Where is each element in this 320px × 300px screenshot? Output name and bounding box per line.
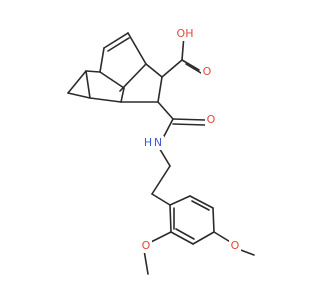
bond xyxy=(169,195,191,206)
bond xyxy=(189,195,214,209)
bond xyxy=(175,228,195,240)
bond xyxy=(151,193,171,206)
bond xyxy=(99,47,105,73)
bond xyxy=(161,59,183,78)
bond xyxy=(143,249,149,275)
bond xyxy=(192,231,215,245)
bond xyxy=(169,204,172,233)
bond xyxy=(212,207,215,233)
bond xyxy=(191,200,210,211)
bond xyxy=(172,118,206,121)
label-background xyxy=(140,239,152,253)
bond xyxy=(185,63,202,74)
atom-label-layer: OH O O H N O O xyxy=(140,27,241,253)
carboxyl-o-label: O xyxy=(203,65,212,78)
bond xyxy=(99,71,125,89)
bond xyxy=(172,123,206,126)
amide-h-label: H xyxy=(144,136,152,149)
label-background xyxy=(205,113,217,127)
bond xyxy=(119,63,147,92)
bond xyxy=(157,76,163,103)
label-background xyxy=(141,136,164,150)
bond xyxy=(85,70,91,99)
carboxyl-oh-label: OH xyxy=(177,27,194,40)
methoxy-o1-label: O xyxy=(142,239,151,252)
bond xyxy=(103,32,129,49)
amide-n-label: N xyxy=(154,136,162,149)
methoxy-o2-label: O xyxy=(231,239,240,252)
label-background xyxy=(176,27,195,41)
amide-o-label: O xyxy=(207,113,216,126)
bond-layer xyxy=(67,32,255,275)
bond xyxy=(127,32,147,65)
label-background xyxy=(201,65,213,79)
label-background xyxy=(229,239,241,253)
bond xyxy=(151,165,171,195)
bond xyxy=(67,92,91,99)
bond xyxy=(67,70,87,94)
bond xyxy=(181,59,200,71)
bond xyxy=(89,97,122,103)
bond xyxy=(170,231,194,245)
bond xyxy=(120,87,125,103)
bond xyxy=(85,70,101,73)
bond xyxy=(145,63,163,78)
bond xyxy=(157,101,174,120)
bond xyxy=(150,231,172,243)
molecule-structure-diagram: OH O O H N O O xyxy=(67,27,255,275)
bond xyxy=(107,37,130,52)
